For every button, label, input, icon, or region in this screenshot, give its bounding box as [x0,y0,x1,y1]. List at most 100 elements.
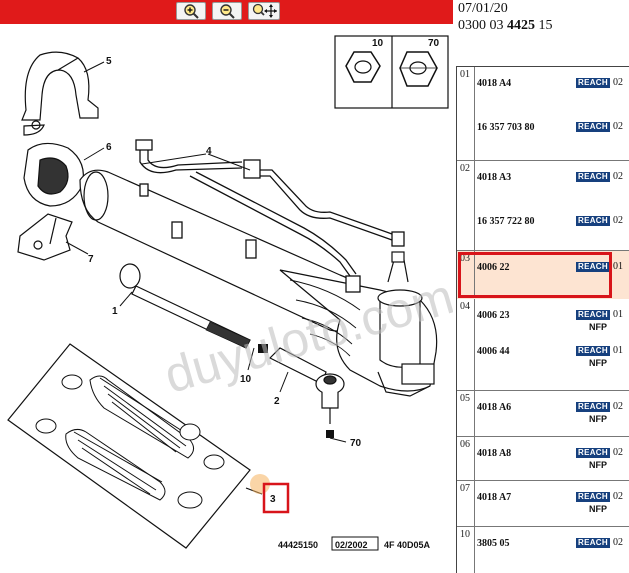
nfp-label: NFP [589,358,607,368]
part-number[interactable]: 16 357 703 80 [477,122,535,133]
part-5-clamp [21,51,99,136]
inset-label-10: 10 [372,38,384,49]
toolbar [0,0,453,24]
zoom-in-icon [184,4,199,19]
part-quantity: 02 [613,537,623,548]
part-quantity: 02 [613,215,623,226]
part-quantity: 02 [613,401,623,412]
callout-2[interactable]: 2 [274,396,280,407]
callout-70[interactable]: 70 [350,438,362,449]
callout-3-highlight[interactable] [262,482,290,514]
reach-badge: REACH [576,346,610,356]
inset-label-70: 70 [428,38,440,49]
part-number[interactable]: 16 357 722 80 [477,216,535,227]
reach-badge: REACH [576,310,610,320]
part-1-inner-tie-rod [119,263,268,353]
zoom-out-button[interactable] [212,2,242,20]
group-number: 02 [457,161,475,250]
part-2-tie-rod-end [268,347,345,438]
group-number: 03 [457,251,475,298]
part-quantity: 02 [613,121,623,132]
catalog-date: 07/01/20 [458,1,508,16]
part-7-bracket [17,213,73,261]
nfp-label: NFP [589,414,607,424]
part-quantity: 01 [613,261,623,272]
part-number[interactable]: 4006 22 [477,262,510,273]
reach-badge: REACH [576,78,610,88]
callout-5[interactable]: 5 [106,56,112,67]
zoom-pan-icon [252,3,277,18]
group-number: 04 [457,299,475,390]
group-number: 05 [457,391,475,436]
reach-badge: REACH [576,216,610,226]
nut-inset-box [334,35,449,109]
steering-rack-housing [79,169,438,397]
callout-7[interactable]: 7 [88,254,94,265]
diagram-date: 02/2002 [335,540,368,550]
catalog-header: 07/01/20 0300 03 4425 15 [458,0,629,38]
part-quantity: 02 [613,447,623,458]
reach-badge: REACH [576,172,610,182]
part-number[interactable]: 4006 23 [477,310,510,321]
part-number[interactable]: 4018 A3 [477,172,512,183]
reach-badge: REACH [576,448,610,458]
zoom-in-button[interactable] [176,2,206,20]
part-quantity: 01 [613,309,623,320]
diagram-reference: 44425150 [278,540,318,550]
part-number[interactable]: 4018 A6 [477,402,512,413]
part-quantity: 01 [613,345,623,356]
part-number[interactable]: 4018 A8 [477,448,512,459]
callout-4[interactable]: 4 [206,146,212,157]
callout-1[interactable]: 1 [112,306,118,317]
exploded-parts-diagram: duyuloto.com 5 6 7 4 1 10 2 70 3 10 70 [0,24,460,573]
part-quantity: 02 [613,171,623,182]
part-number[interactable]: 4018 A7 [477,492,512,503]
zoom-pan-button[interactable] [248,2,280,20]
catalog-code: 0300 03 4425 15 [458,18,553,33]
group-number: 06 [457,437,475,480]
callout-10[interactable]: 10 [240,374,252,385]
nfp-label: NFP [589,460,607,470]
part-4-pipes [135,139,405,293]
reach-badge: REACH [576,492,610,502]
diagram-code: 4F 40D05A [384,540,431,550]
callout-3[interactable]: 3 [270,494,276,505]
callout-6[interactable]: 6 [106,142,112,153]
reach-badge: REACH [576,122,610,132]
part-number[interactable]: 3805 05 [477,538,510,549]
part-number[interactable]: 4006 44 [477,346,510,357]
group-highlight-fill [457,251,629,299]
part-6-bush [23,142,84,207]
part-3-boot-kit [7,343,263,549]
reach-badge: REACH [576,262,610,272]
reach-badge: REACH [576,402,610,412]
zoom-out-icon [220,4,235,19]
reach-badge: REACH [576,538,610,548]
nfp-label: NFP [589,322,607,332]
group-number: 01 [457,67,475,160]
part-quantity: 02 [613,77,623,88]
part-quantity: 02 [613,491,623,502]
part-number[interactable]: 4018 A4 [477,78,512,89]
